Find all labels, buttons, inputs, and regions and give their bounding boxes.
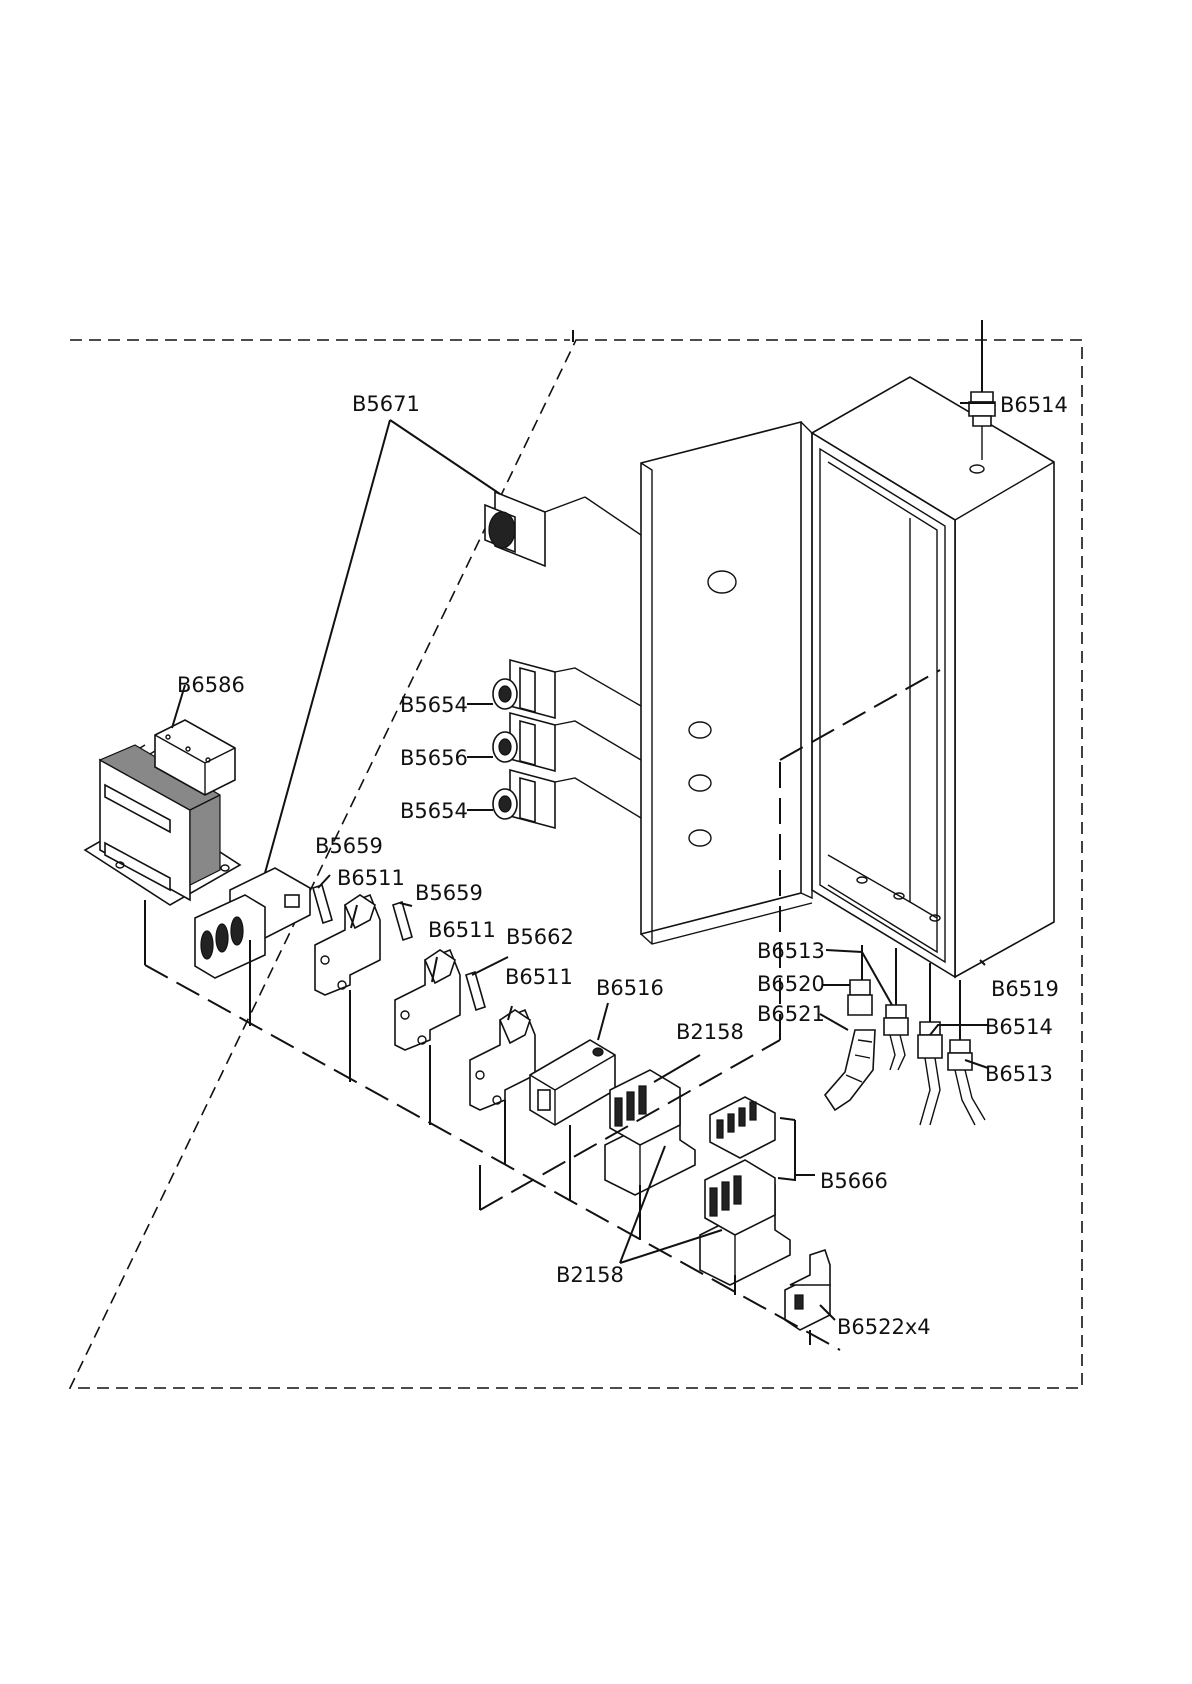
- relay: [530, 1040, 615, 1125]
- gland-2: [918, 1022, 942, 1125]
- label-b2158-b: B2158: [556, 1263, 624, 1287]
- label-b5659-b: B5659: [415, 881, 483, 905]
- label-b6586: B6586: [177, 673, 245, 697]
- label-b5654-b: B5654: [400, 799, 468, 823]
- terminal-block: [785, 1250, 830, 1330]
- pilot-light-bottom: [493, 770, 641, 828]
- pushbutton-middle: [493, 713, 641, 771]
- fuse-holder-2: [395, 950, 460, 1050]
- pilot-light-top: [493, 660, 641, 718]
- label-b6522: B6522x4: [837, 1315, 931, 1339]
- label-b6513-a: B6513: [757, 939, 825, 963]
- label-b6519: B6519: [991, 977, 1059, 1001]
- label-b6513-b: B6513: [985, 1062, 1053, 1086]
- label-b5666: B5666: [820, 1169, 888, 1193]
- label-b6516: B6516: [596, 976, 664, 1000]
- fuse-3: [466, 972, 485, 1010]
- enclosure-cabinet: [812, 377, 1054, 977]
- label-b6514-b: B6514: [985, 1015, 1053, 1039]
- gland-b6520: [848, 980, 872, 1015]
- label-b5662: B5662: [506, 925, 574, 949]
- fuse-2: [393, 902, 412, 940]
- label-b2158-a: B2158: [676, 1020, 744, 1044]
- label-b6511-b: B6511: [428, 918, 496, 942]
- label-b5659-a: B5659: [315, 834, 383, 858]
- contactor-lower: [700, 1160, 790, 1285]
- label-b6514-top: B6514: [1000, 393, 1068, 417]
- label-b6521: B6521: [757, 1002, 825, 1026]
- enclosure-door: [641, 422, 812, 944]
- gland-1: [884, 1005, 908, 1070]
- flexible-conduit: [825, 1030, 875, 1110]
- gland-3: [948, 1040, 985, 1125]
- control-transformer: [85, 720, 240, 905]
- label-b6511-a: B6511: [337, 866, 405, 890]
- label-b5654-a: B5654: [400, 693, 468, 717]
- fuse-1: [313, 885, 332, 923]
- label-b6520: B6520: [757, 972, 825, 996]
- label-b5656: B5656: [400, 746, 468, 770]
- rotary-main-switch: [485, 492, 641, 566]
- fuse-holder-3: [470, 1010, 535, 1110]
- label-b6511-c: B6511: [505, 965, 573, 989]
- main-switch-body: [195, 868, 310, 978]
- label-b5671: B5671: [352, 392, 420, 416]
- aux-contact-block: [710, 1097, 775, 1158]
